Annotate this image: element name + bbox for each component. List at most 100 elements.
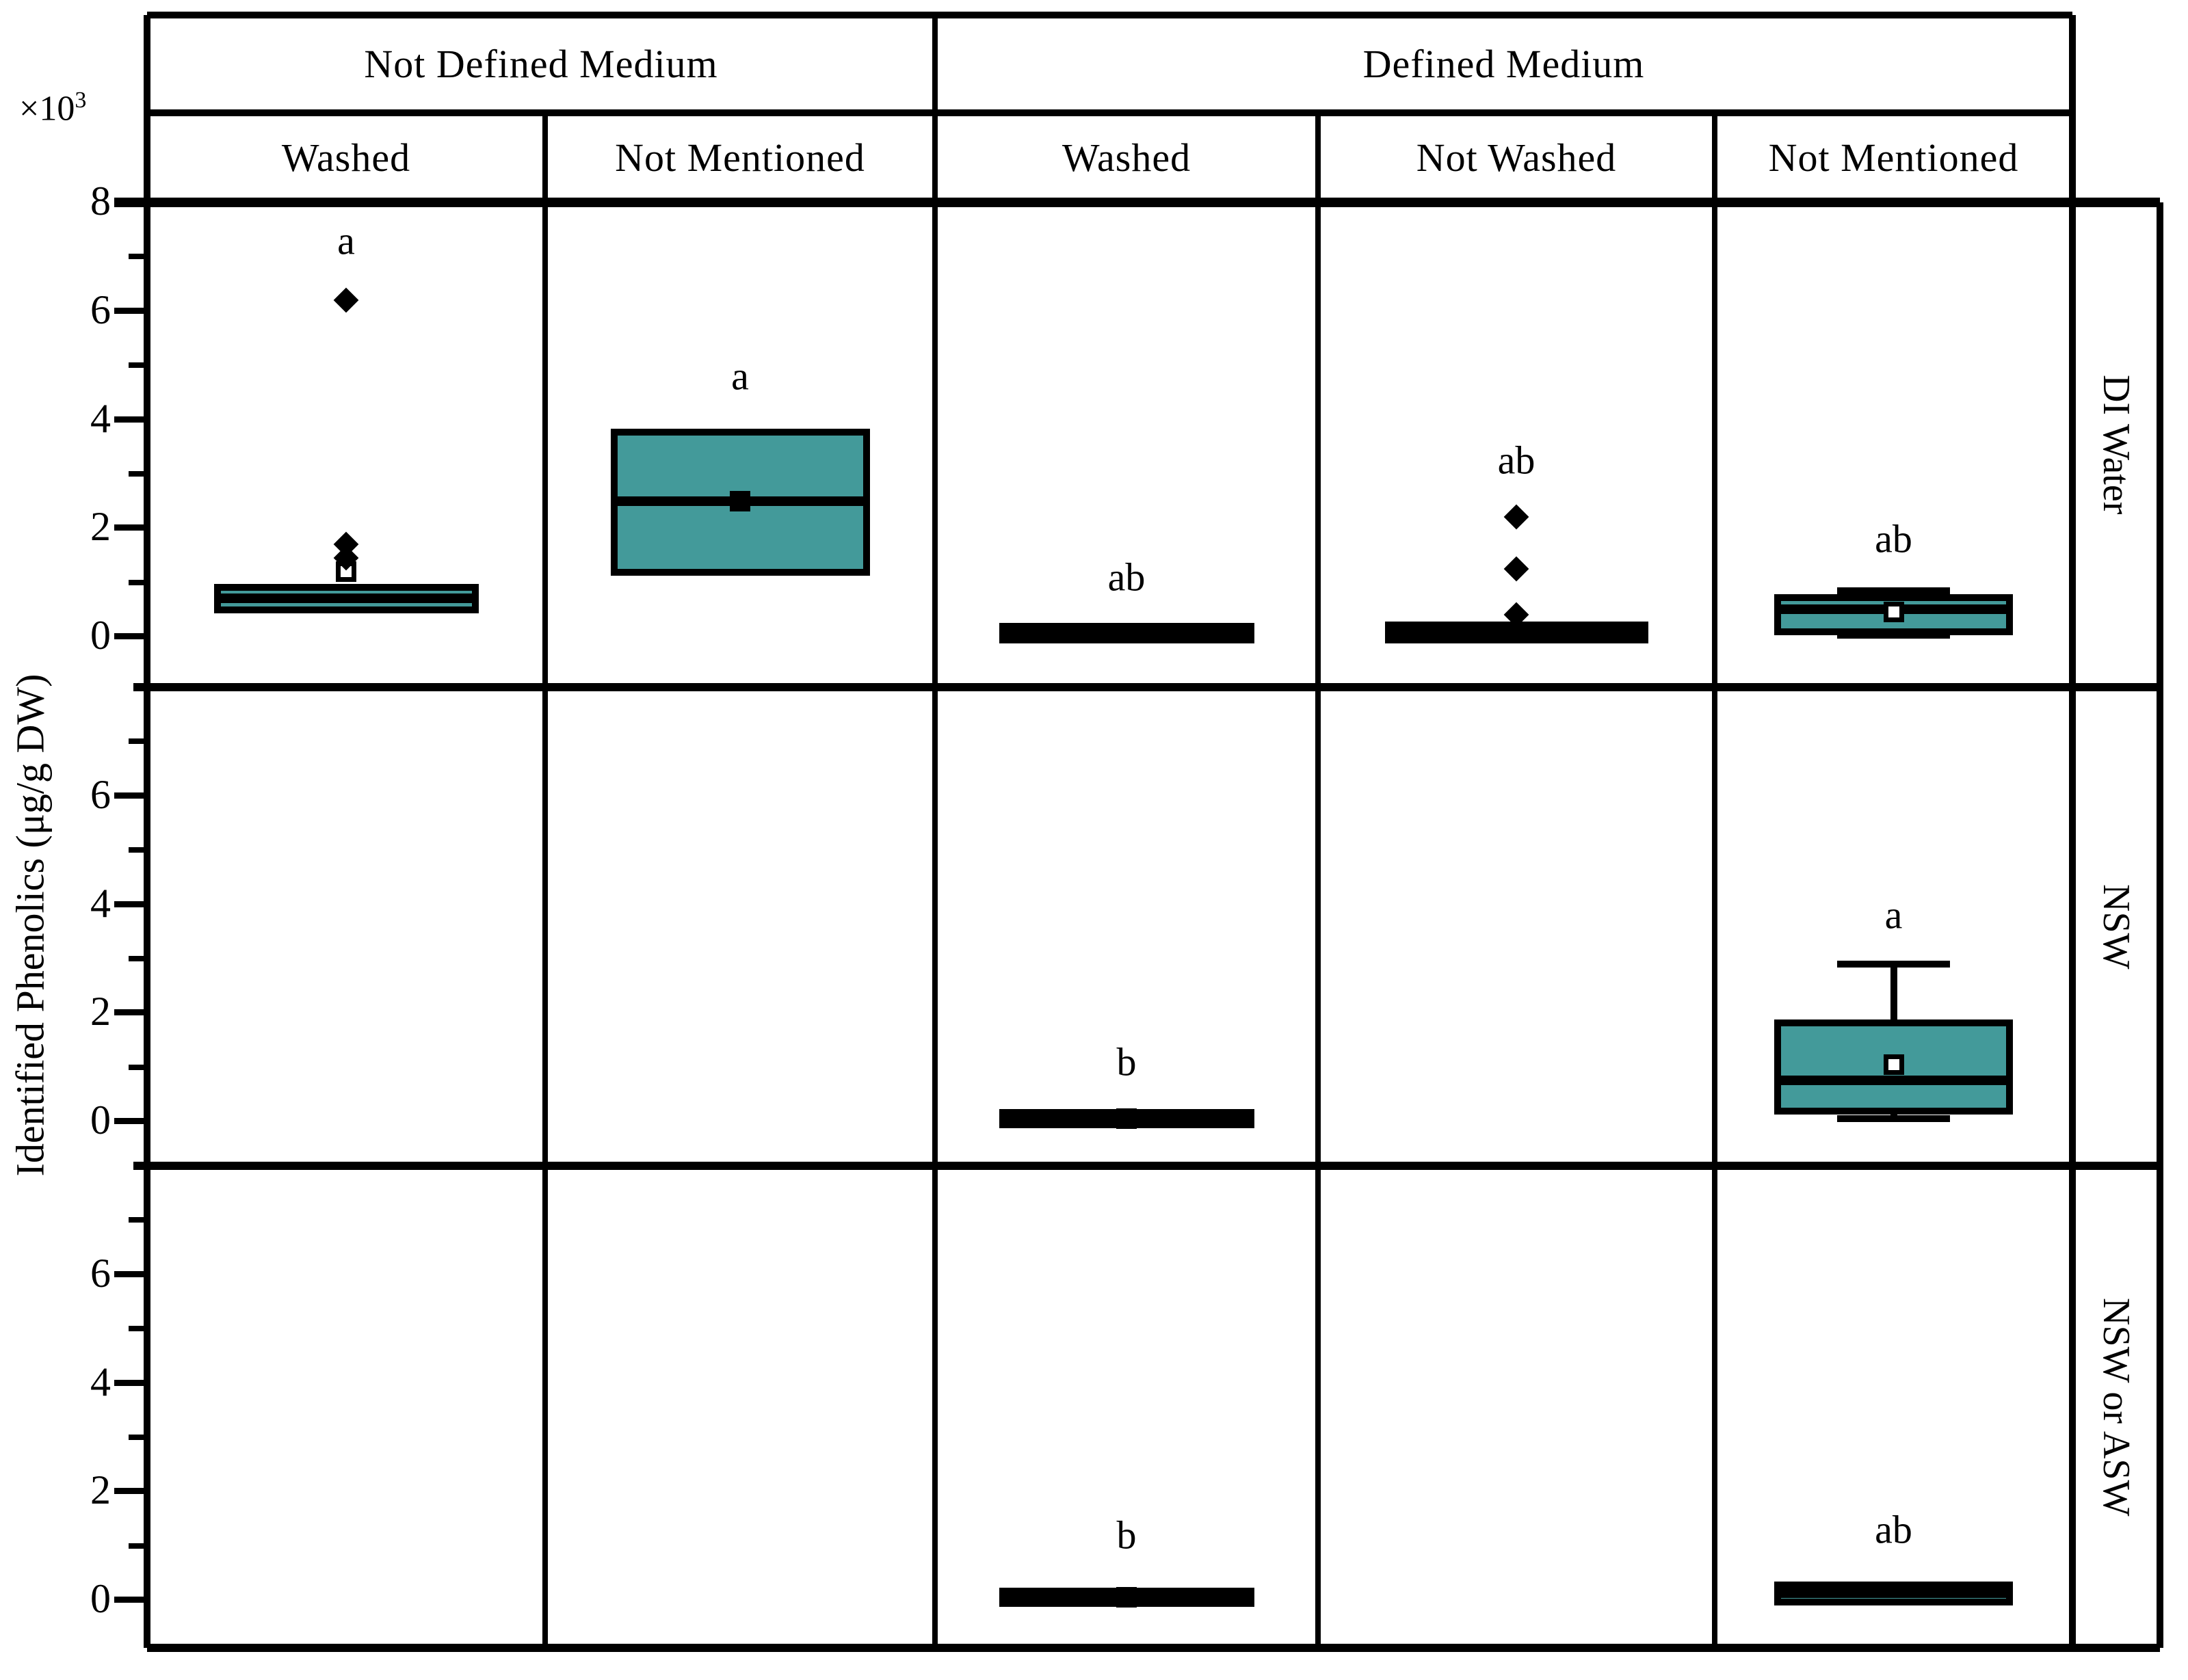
row-header-di-water: DI Water — [2095, 375, 2137, 515]
minor-tick — [129, 955, 147, 961]
tick-label: 8 — [90, 178, 111, 224]
boxplot-panel-nsw-or-asw-washed: b — [935, 1166, 1318, 1648]
column-header-not-mentioned-dm: Not Mentioned — [1768, 135, 2019, 180]
grid-line-vertical — [1315, 113, 1321, 1648]
whisker-cap — [1837, 632, 1950, 639]
tick-label: 6 — [90, 1250, 111, 1296]
boxplot-panel-di-water-washed: ab — [935, 202, 1318, 687]
grid-line-vertical — [2157, 202, 2163, 1648]
median-line — [1391, 628, 1642, 638]
significance-letter: ab — [1107, 555, 1146, 600]
tick-label: 0 — [90, 1097, 111, 1143]
major-tick — [114, 1009, 147, 1016]
significance-letter: ab — [1497, 438, 1535, 483]
grid-line-horizontal — [133, 1162, 2160, 1170]
outlier-point — [333, 287, 359, 313]
minor-tick — [129, 1217, 147, 1223]
mean-marker — [1116, 1587, 1137, 1608]
tick-label: 2 — [90, 989, 111, 1035]
major-tick — [114, 1270, 147, 1277]
minor-tick — [129, 1326, 147, 1332]
significance-letter: a — [731, 354, 749, 399]
mean-marker — [1116, 1108, 1137, 1130]
tick-label: 6 — [90, 286, 111, 332]
major-tick — [114, 1379, 147, 1386]
grid-line-vertical — [1712, 113, 1717, 1648]
minor-tick — [129, 1064, 147, 1070]
column-header-not-washed-dm: Not Washed — [1416, 135, 1617, 180]
whisker-cap — [1837, 587, 1950, 594]
major-tick — [114, 1488, 147, 1495]
tick-label: 4 — [90, 395, 111, 441]
minor-tick — [129, 847, 147, 853]
tick-label: 2 — [90, 1467, 111, 1513]
median-line — [1781, 1588, 2006, 1599]
tick-label: 6 — [90, 771, 111, 817]
major-tick — [114, 524, 147, 531]
mean-marker — [730, 490, 750, 511]
grid-line-horizontal — [133, 683, 2160, 691]
whisker-stem — [1890, 963, 1897, 1027]
row-header-nsw-or-asw: NSW or ASW — [2095, 1297, 2137, 1517]
tick-label: 0 — [90, 613, 111, 658]
mean-marker — [1883, 1054, 1904, 1075]
tick-label: 2 — [90, 504, 111, 550]
significance-letter: ab — [1875, 1507, 1912, 1552]
grid-line-horizontal — [147, 109, 2072, 116]
column-group-header-defined-medium: Defined Medium — [1362, 42, 1645, 86]
grid-line-vertical — [542, 113, 548, 1648]
minor-tick — [129, 470, 147, 477]
outlier-point — [1503, 556, 1529, 582]
grid-line-vertical — [144, 15, 150, 1648]
multiplier-base: ×10 — [19, 89, 75, 129]
tick-label: 0 — [90, 1576, 111, 1622]
significance-letter: a — [1884, 892, 1903, 937]
grid-line-vertical — [932, 15, 938, 1648]
major-tick — [114, 307, 147, 314]
tick-label: 4 — [90, 880, 111, 926]
median-line — [1781, 1076, 2006, 1086]
y-axis-multiplier: ×103 — [19, 88, 86, 129]
boxplot-panel-di-water-washed: a — [147, 202, 545, 687]
multiplier-exponent: 3 — [75, 88, 87, 113]
column-header-washed-ndm: Washed — [281, 135, 411, 180]
row-header-nsw: NSW — [2095, 883, 2137, 970]
minor-tick — [129, 738, 147, 745]
minor-tick — [129, 1543, 147, 1549]
minor-tick — [129, 579, 147, 585]
median-line — [220, 594, 472, 604]
column-header-washed-dm: Washed — [1062, 135, 1191, 180]
minor-tick — [129, 362, 147, 369]
minor-tick — [129, 254, 147, 260]
boxplot-panel-di-water-not-mentioned: ab — [1715, 202, 2072, 687]
median-line — [1005, 628, 1248, 639]
boxplot-panel-di-water-not-mentioned: a — [545, 202, 935, 687]
whisker-cap — [1837, 1115, 1950, 1123]
grid-line-vertical — [2069, 15, 2076, 1648]
boxplot-panel-nsw-not-mentioned: a — [1715, 687, 2072, 1166]
boxplot-panel-di-water-not-washed: ab — [1318, 202, 1715, 687]
grid-line-horizontal — [147, 1644, 2160, 1652]
boxplot-panel-nsw-washed: b — [935, 687, 1318, 1166]
outlier-point — [1503, 504, 1529, 530]
major-tick — [114, 1597, 147, 1603]
tick-label: 4 — [90, 1359, 111, 1404]
major-tick — [114, 792, 147, 799]
significance-letter: ab — [1875, 516, 1912, 561]
major-tick — [114, 901, 147, 907]
grid-line-horizontal — [147, 12, 2072, 18]
column-group-header-not-defined-medium: Not Defined Medium — [364, 42, 718, 86]
minor-tick — [129, 1434, 147, 1440]
major-tick — [114, 633, 147, 639]
major-tick — [114, 1118, 147, 1124]
boxplot-panel-nsw-or-asw-not-mentioned: ab — [1715, 1166, 2072, 1648]
major-tick — [114, 416, 147, 423]
major-tick — [114, 199, 147, 205]
whisker-cap — [1837, 960, 1950, 968]
significance-letter: b — [1116, 1039, 1137, 1084]
mean-marker — [1883, 602, 1904, 623]
significance-letter: a — [337, 218, 355, 263]
column-header-not-mentioned-ndm: Not Mentioned — [615, 135, 865, 180]
grid-line-horizontal — [114, 198, 2160, 207]
